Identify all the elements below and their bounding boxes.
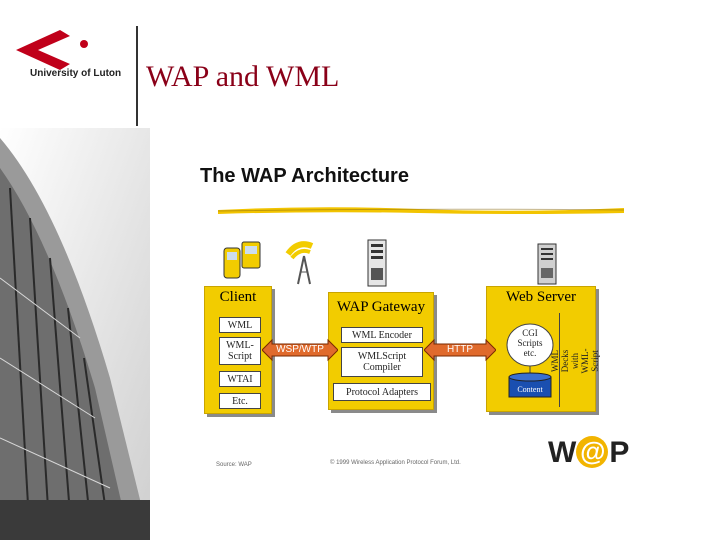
server-decks-wrap: WML Decks with WML-Script <box>550 315 600 407</box>
client-item-wtai: WTAI <box>219 371 261 387</box>
gateway-wml-encoder: WML Encoder <box>341 327 423 343</box>
server-cgi-scripts: CGI Scripts etc. <box>517 328 543 358</box>
server-content-store: Content <box>517 384 543 394</box>
wsp-wtp-label: WSP/WTP <box>276 344 324 355</box>
header-divider <box>136 26 138 126</box>
wap-logo-at: @ <box>576 436 609 468</box>
gateway-panel: WAP Gateway WML Encoder WMLScript Compil… <box>328 292 434 410</box>
client-item-wml: WML <box>219 317 261 333</box>
web-server-icon <box>537 243 557 285</box>
server-internals <box>506 323 554 398</box>
source-note: Source: WAP <box>216 462 252 468</box>
http-label: HTTP <box>446 344 474 355</box>
client-item-etc: Etc. <box>219 393 261 409</box>
client-label: Client <box>219 289 257 305</box>
wap-logo-w: W <box>548 436 576 469</box>
building-photo <box>0 128 150 540</box>
title-underline-brush <box>218 207 624 214</box>
university-logo <box>8 22 128 92</box>
gateway-protocol-adapters: Protocol Adapters <box>333 383 431 401</box>
gateway-label: WAP Gateway <box>336 299 426 315</box>
radio-tower-icon <box>285 241 314 285</box>
university-chevron-icon <box>16 30 88 70</box>
server-divider <box>559 313 560 407</box>
wsp-wtp-arrow <box>262 338 338 362</box>
web-server-label: Web Server <box>505 289 576 305</box>
wap-logo-p: P <box>609 436 629 469</box>
slide-title: WAP and WML <box>146 60 340 93</box>
web-server-panel: Web Server CGI Scripts etc. Content WML … <box>486 286 600 412</box>
wap-brand-logo: W@P <box>548 436 629 470</box>
mobile-phone-icon <box>223 241 261 279</box>
client-panel: Client WML WML- Script WTAI Etc. <box>204 286 272 414</box>
client-item-wmlscript: WML- Script <box>219 337 261 365</box>
http-arrow <box>424 338 496 362</box>
gateway-server-icon <box>367 239 387 287</box>
copyright-note: © 1999 Wireless Application Protocol For… <box>330 460 461 466</box>
server-wml-decks: WML Decks with WML-Script <box>550 348 600 374</box>
diagram-title: The WAP Architecture <box>200 165 409 187</box>
university-name: University of Luton <box>30 68 122 79</box>
gateway-wmlscript-compiler: WMLScript Compiler <box>341 347 423 377</box>
